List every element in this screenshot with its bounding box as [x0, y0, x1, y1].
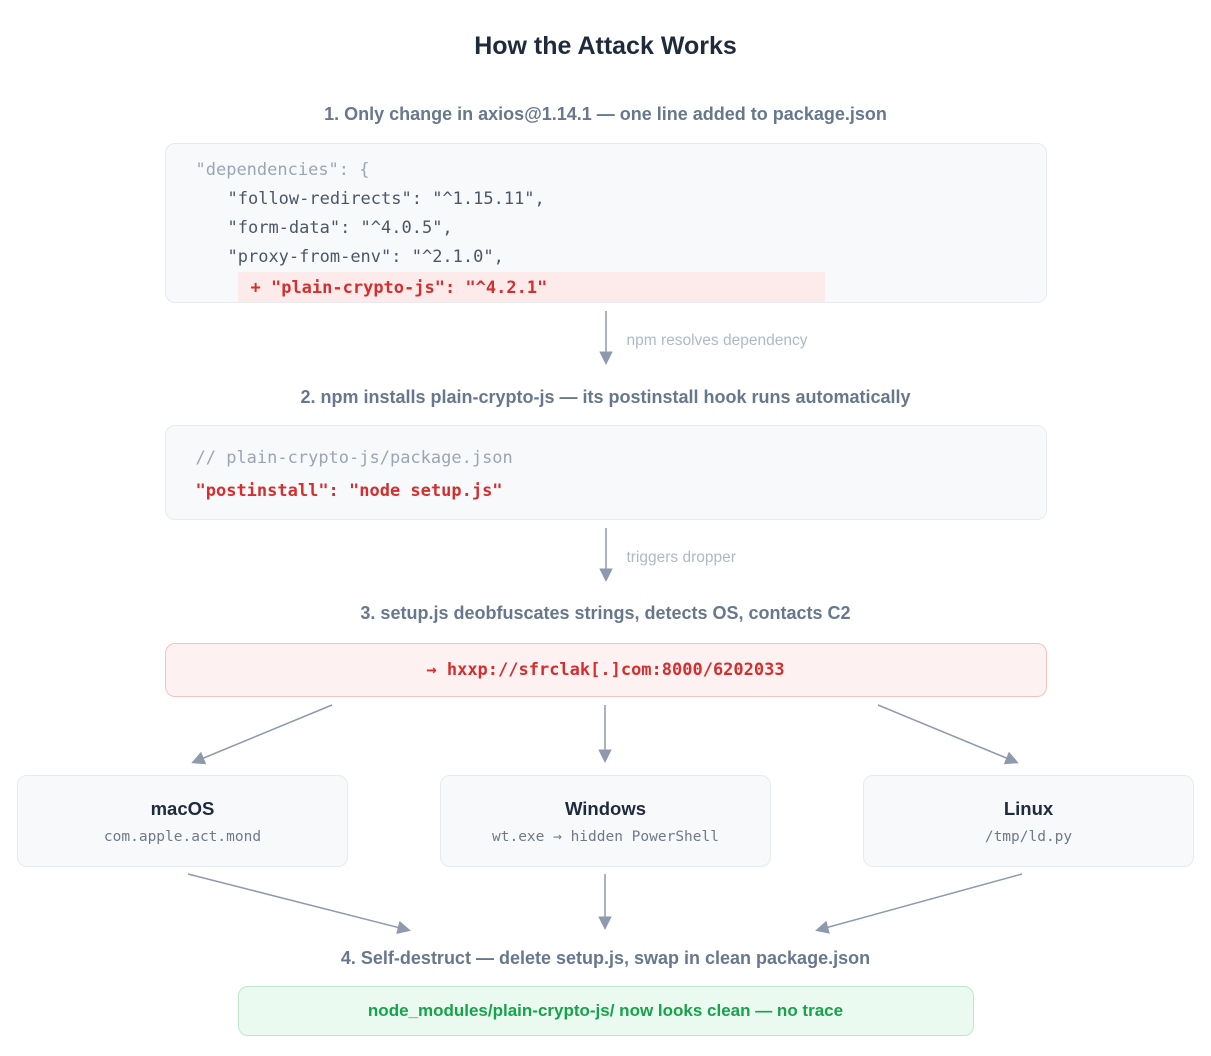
arrow-label-triggers-dropper: triggers dropper [626, 549, 736, 566]
os-payload: wt.exe → hidden PowerShell [492, 828, 719, 845]
os-box-linux: Linux /tmp/ld.py [863, 775, 1194, 867]
step4-heading: 4. Self-destruct — delete setup.js, swap… [340, 948, 871, 968]
os-name: macOS [150, 797, 215, 819]
c2-url-box: → hxxp://sfrclak[.]com:8000/6202033 [164, 643, 1047, 697]
arrow-label-npm-resolves: npm resolves dependency [626, 332, 808, 349]
arrow-npm-resolves: npm resolves dependency [0, 311, 1211, 371]
down-arrow-icon [598, 528, 613, 582]
code-line-postinstall: "postinstall": "node setup.js" [195, 481, 503, 501]
code-line-comment: // plain-crypto-js/package.json [195, 448, 513, 468]
step1-code-block: "dependencies": { "follow-redirects": "^… [164, 143, 1047, 303]
step2-heading: 2. npm installs plain-crypto-js — its po… [300, 387, 911, 407]
page-title: How the Attack Works [474, 32, 737, 60]
code-line-proxy-from-env: "proxy-from-env": "^2.1.0", [227, 247, 504, 267]
code-line-added: + "plain-crypto-js": "^4.2.1" [196, 272, 1046, 302]
down-arrow-icon [598, 311, 613, 365]
code-line-follow-redirects: "follow-redirects": "^1.15.11", [227, 189, 545, 209]
os-targets-row: macOS com.apple.act.mond Windows wt.exe … [0, 775, 1211, 867]
merge-arrows [187, 873, 1023, 934]
code-line-dependencies: "dependencies": { [195, 160, 370, 180]
os-payload: com.apple.act.mond [103, 828, 262, 845]
clean-result-text: node_modules/plain-crypto-js/ now looks … [367, 1001, 844, 1020]
os-payload: /tmp/ld.py [984, 828, 1073, 845]
step3-heading: 3. setup.js deobfuscates strings, detect… [360, 603, 851, 623]
code-line-form-data: "form-data": "^4.0.5", [227, 218, 453, 238]
step1-heading: 1. Only change in axios@1.14.1 — one lin… [324, 104, 887, 124]
os-box-windows: Windows wt.exe → hidden PowerShell [440, 775, 771, 867]
arrow-triggers-dropper: triggers dropper [0, 528, 1211, 588]
clean-result-box: node_modules/plain-crypto-js/ now looks … [237, 986, 974, 1036]
c2-url-text: → hxxp://sfrclak[.]com:8000/6202033 [426, 660, 785, 680]
branch-arrows [191, 704, 1019, 765]
os-name: Linux [1003, 797, 1054, 819]
os-box-macos: macOS com.apple.act.mond [17, 775, 348, 867]
os-name: Windows [564, 797, 647, 819]
step2-code-block: // plain-crypto-js/package.json "postins… [164, 425, 1047, 520]
added-dependency-highlight: + "plain-crypto-js": "^4.2.1" [237, 272, 825, 302]
